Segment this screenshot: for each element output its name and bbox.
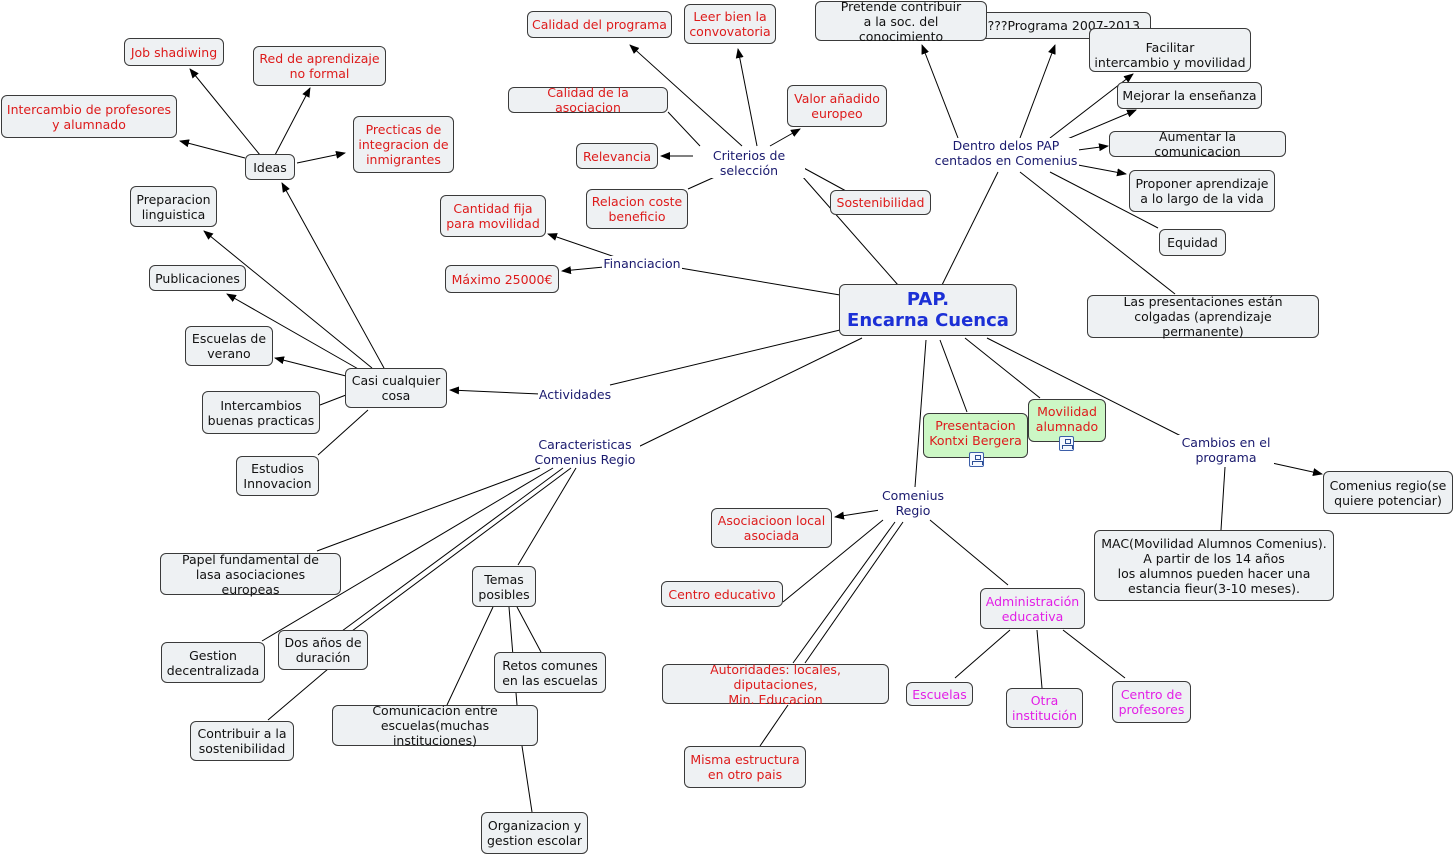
node-red-aprendizaje[interactable]: Red de aprendizaje no formal (253, 46, 386, 86)
concept-map-resource-icon[interactable] (1059, 436, 1074, 451)
node-proponer-aprendizaje[interactable]: Proponer aprendizaje a lo largo de la vi… (1129, 170, 1275, 212)
node-escuelas-verano[interactable]: Escuelas de verano (185, 326, 273, 366)
node-calidad-programa[interactable]: Calidad del programa (527, 11, 672, 38)
node-relevancia[interactable]: Relevancia (576, 143, 658, 169)
node-movilidad-alumnado[interactable]: Movilidad alumnado (1028, 399, 1106, 442)
phrase-comenius-regio: Comenius Regio (878, 488, 948, 518)
concept-map-resource-icon[interactable] (969, 452, 984, 467)
node-centro-profesores[interactable]: Centro de profesores (1112, 681, 1191, 723)
phrase-caracteristicas: Caracteristicas Comenius Regio (530, 437, 640, 467)
node-escuelas[interactable]: Escuelas (906, 682, 973, 706)
node-mejorar-ensenanza[interactable]: Mejorar la enseñanza (1117, 82, 1262, 109)
node-job-shadiwing[interactable]: Job shadiwing (124, 38, 224, 66)
phrase-actividades: Actividades (538, 387, 612, 402)
node-presentaciones-colgadas[interactable]: Las presentaciones están colgadas (apren… (1087, 294, 1319, 339)
node-pretende-contribuir[interactable]: Pretende contribuir a la soc. del conoci… (815, 0, 987, 44)
node-valor-anadido[interactable]: Valor añadido europeo (787, 85, 887, 127)
phrase-financiacion: Financiacion (602, 256, 682, 271)
node-dos-anos[interactable]: Dos años de duración (278, 630, 368, 670)
node-mac[interactable]: MAC(Movilidad Alumnos Comenius). A parti… (1094, 530, 1334, 601)
phrase-dentro-pap: Dentro delos PAP centados en Comenius (933, 138, 1079, 168)
node-publicaciones[interactable]: Publicaciones (149, 265, 246, 291)
node-calidad-asociacion[interactable]: Calidad de la asociacion (508, 85, 668, 115)
node-sostenibilidad[interactable]: Sostenibilidad (830, 190, 931, 215)
node-intercambios-buenas-practicas[interactable]: Intercambios buenas practicas (202, 391, 320, 434)
central-concept[interactable]: PAP. Encarna Cuenca (839, 284, 1017, 336)
node-practicas-integracion[interactable]: Precticas de integracion de inmigrantes (353, 116, 454, 173)
node-intercambio-profesores[interactable]: Intercambio de profesores y alumnado (1, 95, 177, 138)
node-administracion-educativa[interactable]: Administración educativa (980, 588, 1085, 629)
node-temas-posibles[interactable]: Temas posibles (472, 566, 536, 607)
node-relacion-coste[interactable]: Relacion coste beneficio (586, 189, 688, 229)
node-gestion-decentralizada[interactable]: Gestion decentralizada (161, 642, 265, 683)
phrase-criterios: Criterios de selección (693, 148, 805, 178)
node-otra-institucion[interactable]: Otra institución (1006, 688, 1083, 728)
node-ideas[interactable]: Ideas (245, 154, 295, 180)
node-centro-educativo[interactable]: Centro educativo (661, 581, 783, 607)
node-comunicacion-escuelas[interactable]: Comunicacion entre escuelas(muchas insti… (332, 703, 538, 748)
node-estudios-innovacion[interactable]: Estudios Innovacion (236, 456, 319, 496)
node-papel-fundamental[interactable]: Papel fundamental de lasa asociaciones e… (160, 552, 341, 597)
node-equidad[interactable]: Equidad (1159, 229, 1226, 256)
node-organizacion-gestion[interactable]: Organizacion y gestion escolar (481, 812, 588, 854)
node-preparacion-linguistica[interactable]: Preparacion linguistica (130, 186, 217, 227)
node-leer-bien[interactable]: Leer bien la convovatoria (684, 4, 776, 44)
node-comenius-potenciar[interactable]: Comenius regio(se quiere potenciar) (1323, 471, 1453, 514)
node-contribuir-sostenibilidad[interactable]: Contribuir a la sostenibilidad (190, 721, 294, 761)
node-retos-comunes[interactable]: Retos comunes en las escuelas (494, 652, 606, 693)
node-misma-estructura[interactable]: Misma estructura en otro pais (684, 746, 806, 788)
node-maximo[interactable]: Máximo 25000€ (445, 265, 559, 293)
node-casi-cualquier-cosa[interactable]: Casi cualquier cosa (345, 368, 447, 408)
node-cantidad-fija[interactable]: Cantidad fija para movilidad (440, 195, 546, 237)
node-autoridades[interactable]: Autoridades: locales, diputaciones, Min.… (662, 662, 889, 707)
node-asociacion-local[interactable]: Asociacioon local asociada (711, 508, 832, 548)
node-programa-2007-2013[interactable]: ????Programa 2007-2013 (965, 12, 1151, 39)
node-aumentar-comunicacion[interactable]: Aumentar la comunicacion (1109, 129, 1286, 159)
node-presentacion-kontxi[interactable]: Presentacion Kontxi Bergera (923, 413, 1028, 458)
phrase-cambios: Cambios en el programa (1178, 435, 1274, 465)
node-facilitar-intercambio[interactable]: Facilitar intercambio y movilidad (1089, 28, 1251, 72)
